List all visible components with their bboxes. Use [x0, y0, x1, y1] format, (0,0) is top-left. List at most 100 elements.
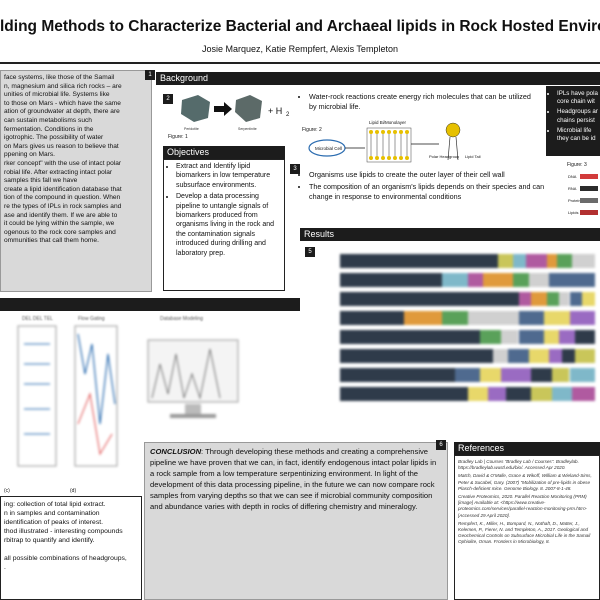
results-bar-segment: [513, 254, 527, 268]
references-list: Bradley Lab | Courses "Bradley Lab / Cou…: [458, 459, 596, 546]
legend-item: Protein: [568, 194, 600, 206]
results-bar-segment: [556, 254, 573, 268]
objectives-header: Objectives: [163, 146, 285, 159]
results-bar-segment: [480, 330, 501, 344]
results-bar-segment: [454, 368, 481, 382]
background-header: Background: [156, 72, 546, 85]
results-bar-segment: [574, 330, 595, 344]
results-bar-segment: [513, 273, 529, 287]
bullet-water-rock: Water-rock reactions create energy rich …: [309, 92, 540, 112]
reference-item: Creative Proteomics, 2020. Parallel Reac…: [458, 494, 587, 518]
right-panel: IPLs have pola core chain witHeadgroups …: [546, 86, 600, 156]
results-bar-segment: [526, 254, 547, 268]
results-bar-segment: [505, 387, 532, 401]
methods-line: identification of peaks of interest.: [4, 519, 103, 526]
peridotite-rock-icon: [181, 95, 210, 122]
methods-line: thod illustrated - interesting compounds: [4, 528, 123, 535]
methods-label-c: (c): [4, 488, 10, 494]
conclusion-text: : Through developing these methods and c…: [150, 447, 437, 511]
introduction-line: ppening on Mars.: [4, 151, 55, 159]
bullet-lipid-composition: The composition of an organism's lipids …: [309, 182, 546, 202]
results-bar-segment: [442, 273, 468, 287]
legend-swatch: [580, 185, 598, 191]
bullet-lipids-cell-wall: Organisms use lipids to create the outer…: [309, 170, 546, 180]
methods-text-panel: ing: collection of total lipid extract. n…: [0, 496, 142, 600]
results-bar-segment: [403, 311, 442, 325]
legend-item: Lipids: [568, 206, 600, 218]
legend-item: DNA: [568, 170, 600, 182]
methods-line: all possible combinations of headgroups,: [4, 555, 127, 562]
results-bar-segment: [467, 311, 519, 325]
ipl-fact-item: Headgroups ar chains persist: [557, 108, 598, 124]
results-bar-segment: [518, 330, 544, 344]
figure-number-2: 2: [163, 94, 173, 104]
results-bar-segment: [569, 292, 583, 306]
results-bar-segment: [546, 254, 557, 268]
conclusion-label: CONCLUSION: [150, 447, 202, 456]
references-header: References: [454, 442, 600, 455]
introduction-line: face systems, like those of the Samail: [4, 74, 115, 81]
objectives-list: Extract and Identify lipid biomarkers in…: [167, 162, 281, 258]
results-bar-segment: [340, 387, 468, 401]
results-bar-segment: [467, 273, 483, 287]
methods-chart-title: Flow Gating: [78, 316, 105, 322]
results-bar-segment: [480, 368, 501, 382]
methods-chart-title: Database Modeling: [160, 316, 204, 322]
introduction-line: on Mars gives us reason to believe that: [4, 142, 119, 150]
results-bar-segment: [442, 311, 468, 325]
section-number-3: 3: [290, 164, 300, 174]
methods-line: ing: collection of total lipid extract.: [4, 501, 106, 508]
introduction-line: re the types of IPLs in rock samples and: [4, 202, 122, 210]
results-bar-segment: [498, 254, 514, 268]
svg-text:2: 2: [286, 112, 290, 118]
figure-1-caption: Figure: 1: [168, 134, 188, 140]
section-number-5: 5: [305, 247, 315, 257]
results-bar-segment: [561, 349, 575, 363]
introduction-line: unities of microbial life. Systems like: [4, 91, 110, 99]
results-bar-segment: [340, 292, 519, 306]
figure-3-caption: Figure: 3: [567, 162, 587, 168]
introduction-line: ation of groundwater at depth, there are: [4, 108, 120, 116]
ipl-facts-list: IPLs have pola core chain witHeadgroups …: [550, 90, 598, 143]
ipl-fact-item: IPLs have pola core chain wit: [557, 90, 598, 106]
results-bar-segment: [340, 330, 481, 344]
results-bar-segment: [493, 349, 509, 363]
results-bar-segment: [572, 254, 595, 268]
objective-item: Develop a data processing pipeline to un…: [176, 192, 281, 258]
results-bar-segment: [340, 254, 499, 268]
methods-line: .: [4, 564, 6, 571]
results-bar-segment: [549, 273, 595, 287]
introduction-line: fermentation. Conditions in the: [4, 125, 94, 133]
results-bar-segment: [549, 349, 562, 363]
results-bar-segment: [467, 387, 488, 401]
results-bar-segment: [569, 368, 595, 382]
methods-line: n in samples and contamination: [4, 510, 100, 517]
introduction-line: can sustain metabolisms such: [4, 116, 92, 124]
results-bar-segment: [518, 292, 532, 306]
serpentinite-rock-icon: [235, 95, 262, 122]
results-bar-segment: [551, 368, 570, 382]
results-bar-segment: [340, 349, 493, 363]
objective-item: Extract and Identify lipid biomarkers in…: [176, 162, 281, 190]
results-bar-segment: [340, 368, 455, 382]
background-bullet-1: Water-rock reactions create energy rich …: [300, 92, 540, 114]
introduction-line: igotrophic. The possibility of water: [4, 134, 104, 142]
results-bar-segment: [500, 368, 532, 382]
serpentinite-label: Serpentinite: [238, 127, 257, 131]
svg-text:Microbial Cell: Microbial Cell: [315, 146, 342, 151]
introduction-line: tion of the compound in question. When: [4, 194, 121, 202]
results-bar-segment: [531, 368, 552, 382]
legend-swatch: [580, 197, 598, 203]
results-bar-segment: [559, 292, 570, 306]
introduction-line: it could be lying within the sample, we: [4, 220, 115, 228]
methods-line: [4, 545, 138, 554]
results-bar-segment: [544, 311, 570, 325]
results-bar-segment: [574, 349, 595, 363]
results-bar-segment: [528, 349, 550, 363]
introduction-line: ommunities that call them home.: [4, 237, 99, 245]
results-bar-segment: [482, 273, 514, 287]
results-bar-segment: [500, 330, 519, 344]
results-header: Results: [300, 228, 600, 241]
